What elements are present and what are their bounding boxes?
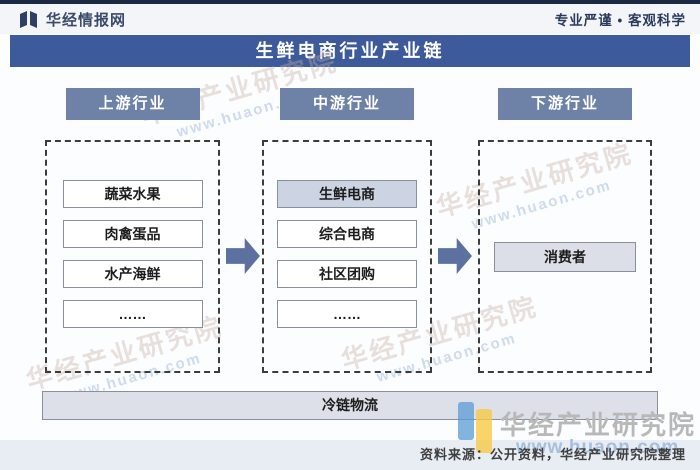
upstream-header: 上游行业 xyxy=(65,88,200,120)
upstream-item: 水产海鲜 xyxy=(62,260,203,288)
branding-yellow-bar-icon xyxy=(476,409,492,453)
brand-logo-text: 华经情报网 xyxy=(46,11,127,29)
midstream-dashed-box: 生鲜电商 综合电商 社区团购 …… xyxy=(262,140,432,373)
upstream-item: 肉禽蛋品 xyxy=(62,220,203,248)
branding-url: www.huaon.com xyxy=(516,437,680,458)
flow-arrow-icon xyxy=(438,238,472,274)
cold-chain-logistics-bar: 冷链物流 xyxy=(42,391,658,420)
midstream-header: 中游行业 xyxy=(280,88,414,120)
upstream-dashed-box: 蔬菜水果 肉禽蛋品 水产海鲜 …… xyxy=(45,140,220,373)
branding-name: 华经产业研究院 xyxy=(500,410,697,440)
upstream-item: 蔬菜水果 xyxy=(62,180,203,208)
site-header: 华经情报网 专业严谨 • 客观科学 xyxy=(0,4,700,34)
downstream-dashed-box: 消费者 xyxy=(478,140,652,373)
midstream-item-ellipsis: …… xyxy=(277,300,417,328)
footer-bar xyxy=(0,440,700,470)
branding-blue-bar-icon xyxy=(458,402,474,440)
brand-logo: 华经情报网 xyxy=(20,9,126,30)
huajing-book-logo-icon xyxy=(20,10,38,28)
midstream-item-highlighted: 生鲜电商 xyxy=(277,180,417,208)
page-title: 生鲜电商行业产业链 xyxy=(10,35,690,67)
column-upstream: 上游行业 蔬菜水果 肉禽蛋品 水产海鲜 …… xyxy=(45,88,220,373)
upstream-item-ellipsis: …… xyxy=(62,300,203,328)
top-border-line xyxy=(0,0,700,4)
flow-arrow-icon xyxy=(226,238,260,274)
downstream-header: 下游行业 xyxy=(498,88,632,120)
column-downstream: 下游行业 消费者 xyxy=(478,88,652,373)
midstream-item: 社区团购 xyxy=(277,260,417,288)
column-midstream: 中游行业 生鲜电商 综合电商 社区团购 …… xyxy=(262,88,432,373)
bottom-right-branding: 华经产业研究院 www.huaon.com xyxy=(458,400,698,462)
source-note: 资料来源：公开资料，华经产业研究院整理 xyxy=(419,447,686,462)
midstream-item: 综合电商 xyxy=(277,220,417,248)
downstream-item-consumer: 消费者 xyxy=(494,241,636,272)
brand-slogan: 专业严谨 • 客观科学 xyxy=(554,13,686,28)
